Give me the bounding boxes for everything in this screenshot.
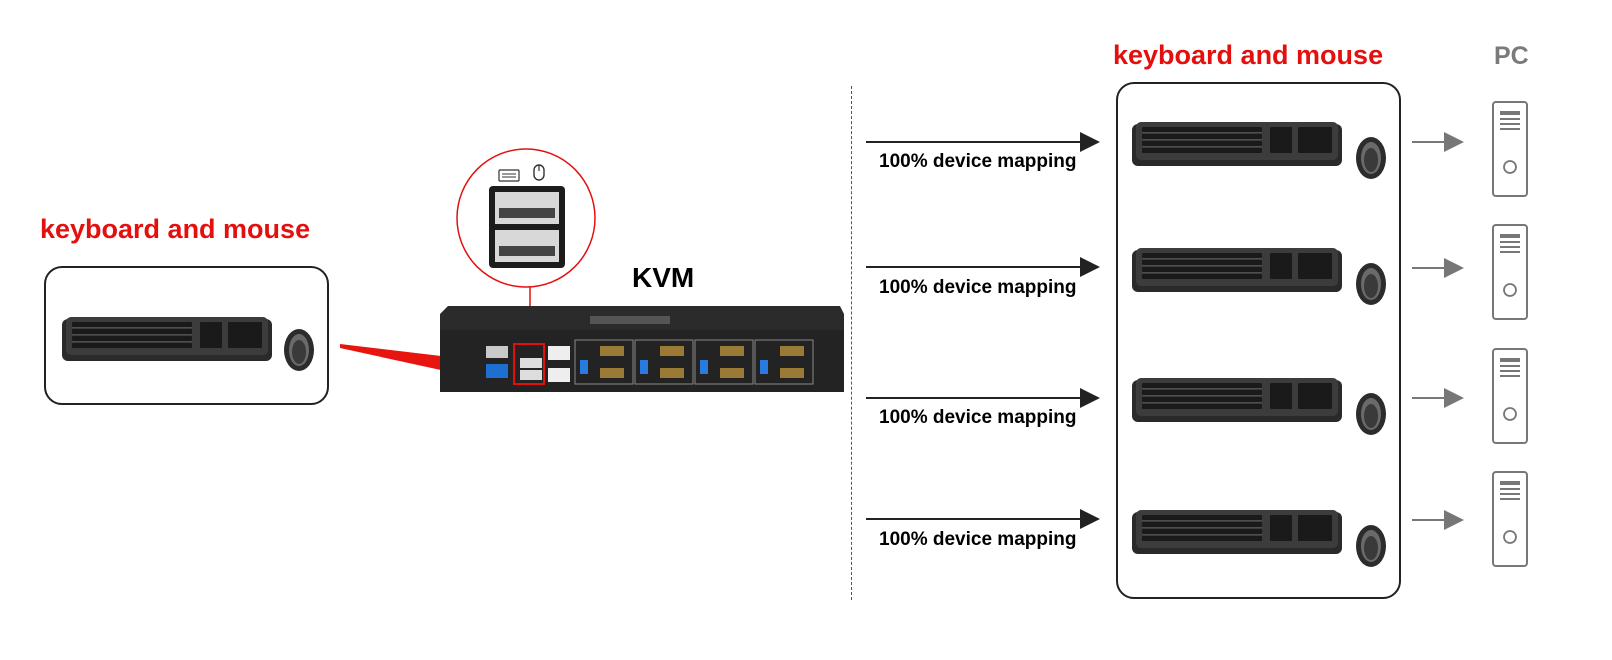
pc-tower-icon xyxy=(1492,348,1528,444)
right-device-box xyxy=(1116,82,1401,599)
mouse-icon xyxy=(284,329,314,371)
right-title: keyboard and mouse xyxy=(1113,40,1384,70)
divider xyxy=(851,86,852,600)
mapping-label: 100% device mapping xyxy=(879,277,1077,298)
pc-tower-icon xyxy=(1492,471,1528,567)
usb-port-icon xyxy=(489,186,565,268)
keyboard-icon xyxy=(61,316,273,362)
mapping-label: 100% device mapping xyxy=(879,529,1077,550)
keyboard-icon xyxy=(1131,509,1343,555)
left-device-box xyxy=(44,266,329,405)
keyboard-icon xyxy=(498,169,520,182)
usb-zoom-callout xyxy=(456,148,596,306)
pc-arrows xyxy=(1412,132,1464,530)
keyboard-icon xyxy=(1131,121,1343,167)
mapping-arrows xyxy=(866,132,1100,529)
keyboard-icon xyxy=(1131,247,1343,293)
mouse-icon xyxy=(533,164,545,181)
pc-title: PC xyxy=(1494,42,1529,70)
kvm-switch-device xyxy=(440,306,844,392)
mapping-label: 100% device mapping xyxy=(879,407,1077,428)
left-title: keyboard and mouse xyxy=(40,214,311,244)
keyboard-icon xyxy=(1131,377,1343,423)
pc-tower-icon xyxy=(1492,224,1528,320)
kvm-title: KVM xyxy=(632,262,695,293)
mouse-icon xyxy=(1356,137,1386,179)
mapping-label: 100% device mapping xyxy=(879,151,1077,172)
mouse-icon xyxy=(1356,263,1386,305)
mouse-icon xyxy=(1356,393,1386,435)
pc-tower-icon xyxy=(1492,101,1528,197)
mouse-icon xyxy=(1356,525,1386,567)
